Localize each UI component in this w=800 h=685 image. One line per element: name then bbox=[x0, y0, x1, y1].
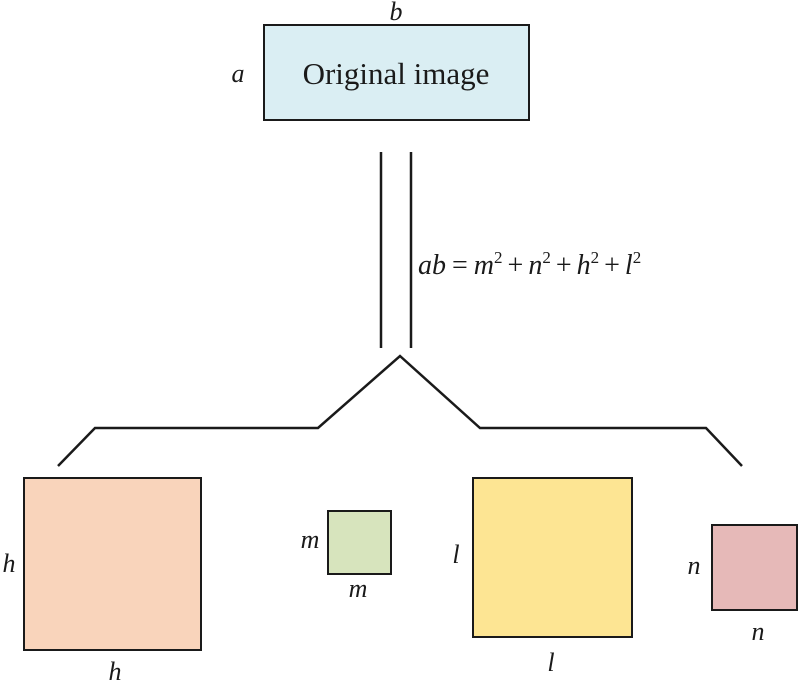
width-label-b: b bbox=[390, 0, 403, 26]
eq-term-h: h bbox=[577, 250, 591, 281]
piece-h-bottom-label: h bbox=[109, 657, 122, 685]
piece-m-left-label: m bbox=[301, 525, 320, 554]
piece-n-left-label: n bbox=[688, 551, 701, 580]
eq-plus-3: + bbox=[604, 250, 620, 281]
piece-n-box bbox=[711, 524, 798, 611]
piece-l-left-label: l bbox=[452, 540, 459, 569]
original-image-label: Original image bbox=[303, 56, 490, 91]
eq-term-l: l bbox=[625, 250, 633, 281]
eq-lhs: ab bbox=[418, 250, 446, 281]
area-equation: ab=m2+n2+h2+l2 bbox=[418, 248, 641, 281]
branch-brace bbox=[57, 354, 743, 467]
eq-exp-n: 2 bbox=[542, 248, 551, 267]
original-image-box bbox=[263, 24, 530, 121]
eq-exp-l: 2 bbox=[633, 248, 642, 267]
eq-plus-1: + bbox=[508, 250, 524, 281]
eq-equals: = bbox=[452, 250, 468, 281]
piece-n-bottom-label: n bbox=[752, 617, 765, 646]
eq-plus-2: + bbox=[556, 250, 572, 281]
eq-term-n: n bbox=[528, 250, 542, 281]
piece-h-left-label: h bbox=[3, 549, 16, 578]
piece-l-bottom-label: l bbox=[547, 648, 554, 677]
piece-m-bottom-label: m bbox=[349, 574, 368, 603]
eq-term-m: m bbox=[474, 250, 494, 281]
piece-h-box bbox=[23, 477, 202, 651]
piece-m-box bbox=[327, 510, 392, 575]
height-label-a: a bbox=[232, 59, 245, 88]
eq-exp-h: 2 bbox=[591, 248, 600, 267]
piece-l-box bbox=[472, 477, 633, 638]
eq-exp-m: 2 bbox=[494, 248, 503, 267]
